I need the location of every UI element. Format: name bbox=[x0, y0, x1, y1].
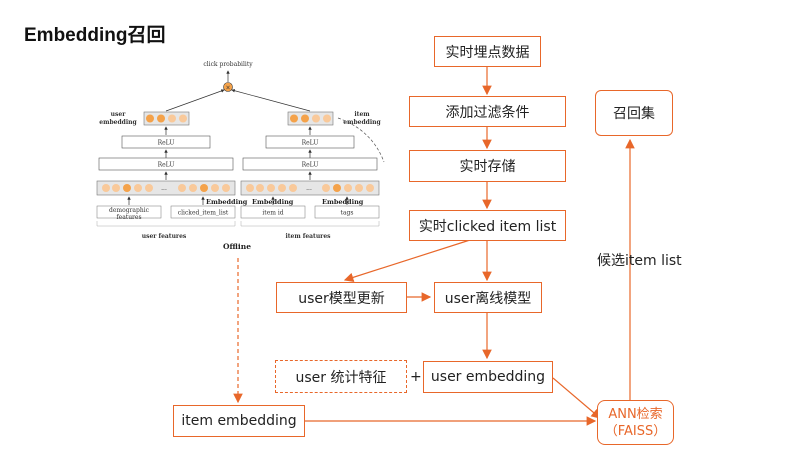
user-relu-top bbox=[121, 135, 211, 149]
item-concat-layer bbox=[240, 180, 380, 196]
svg-text:ReLU: ReLU bbox=[302, 162, 319, 169]
item-features-label: item features bbox=[285, 233, 331, 240]
candidate-item-list-label: 候选item list bbox=[597, 253, 682, 269]
item-relu-bottom bbox=[242, 157, 378, 171]
item-embedding-label-1: item bbox=[354, 111, 370, 118]
arrow-clicked-to-model-update bbox=[343, 239, 471, 283]
user-offline-model-node: user离线模型 bbox=[434, 282, 542, 313]
user-concat-layer bbox=[96, 180, 236, 196]
svg-text:Embedding: Embedding bbox=[322, 198, 364, 206]
user-embedding-label-2: embedding bbox=[99, 119, 137, 126]
realtime-tracking-node: 实时埋点数据 bbox=[434, 36, 541, 67]
realtime-clicked-item-list-node: 实时clicked item list bbox=[409, 210, 566, 241]
svg-text:item id: item id bbox=[262, 210, 283, 217]
plus-sign: + bbox=[410, 369, 422, 385]
user-model-update-node: user模型更新 bbox=[276, 282, 407, 313]
click-probability-label: click probability bbox=[203, 61, 253, 68]
user-stat-features-node: user 统计特征 bbox=[275, 360, 407, 393]
svg-text:...: ... bbox=[306, 185, 312, 192]
svg-text:features: features bbox=[116, 214, 141, 221]
clicked-item-list-box bbox=[170, 205, 236, 219]
page-title: Embedding召回 bbox=[24, 25, 166, 46]
dot-product-node bbox=[223, 82, 233, 92]
demographic-features-box bbox=[96, 205, 162, 219]
svg-text:demographic: demographic bbox=[109, 207, 150, 214]
item-id-box bbox=[240, 205, 306, 219]
item-embedding-node: item embedding bbox=[173, 405, 305, 437]
arrow-user-embedding-to-ann bbox=[552, 377, 601, 419]
svg-text:ReLU: ReLU bbox=[158, 140, 175, 147]
tags-box bbox=[314, 205, 380, 219]
svg-text:clicked_item_list: clicked_item_list bbox=[178, 210, 229, 217]
svg-text:Embedding: Embedding bbox=[252, 198, 294, 206]
svg-text:×: × bbox=[225, 85, 230, 92]
user-relu-bottom bbox=[98, 157, 234, 171]
add-filter-node: 添加过滤条件 bbox=[409, 96, 566, 127]
svg-text:ReLU: ReLU bbox=[302, 140, 319, 147]
ann-faiss-node: ANN检索 （FAISS） bbox=[597, 400, 674, 445]
svg-text:Embedding: Embedding bbox=[206, 198, 248, 206]
svg-text:tags: tags bbox=[341, 210, 354, 217]
item-embedding-label-2: embedding bbox=[343, 119, 381, 126]
realtime-storage-node: 实时存储 bbox=[409, 150, 566, 182]
user-embedding-label-1: user bbox=[111, 111, 127, 118]
recall-set-node: 召回集 bbox=[595, 90, 673, 136]
offline-label: Offline bbox=[223, 242, 251, 251]
svg-text:ReLU: ReLU bbox=[158, 162, 175, 169]
svg-text:...: ... bbox=[161, 185, 167, 192]
user-embedding-node: user embedding bbox=[423, 361, 553, 393]
item-relu-top bbox=[265, 135, 355, 149]
user-features-label: user features bbox=[142, 233, 187, 240]
